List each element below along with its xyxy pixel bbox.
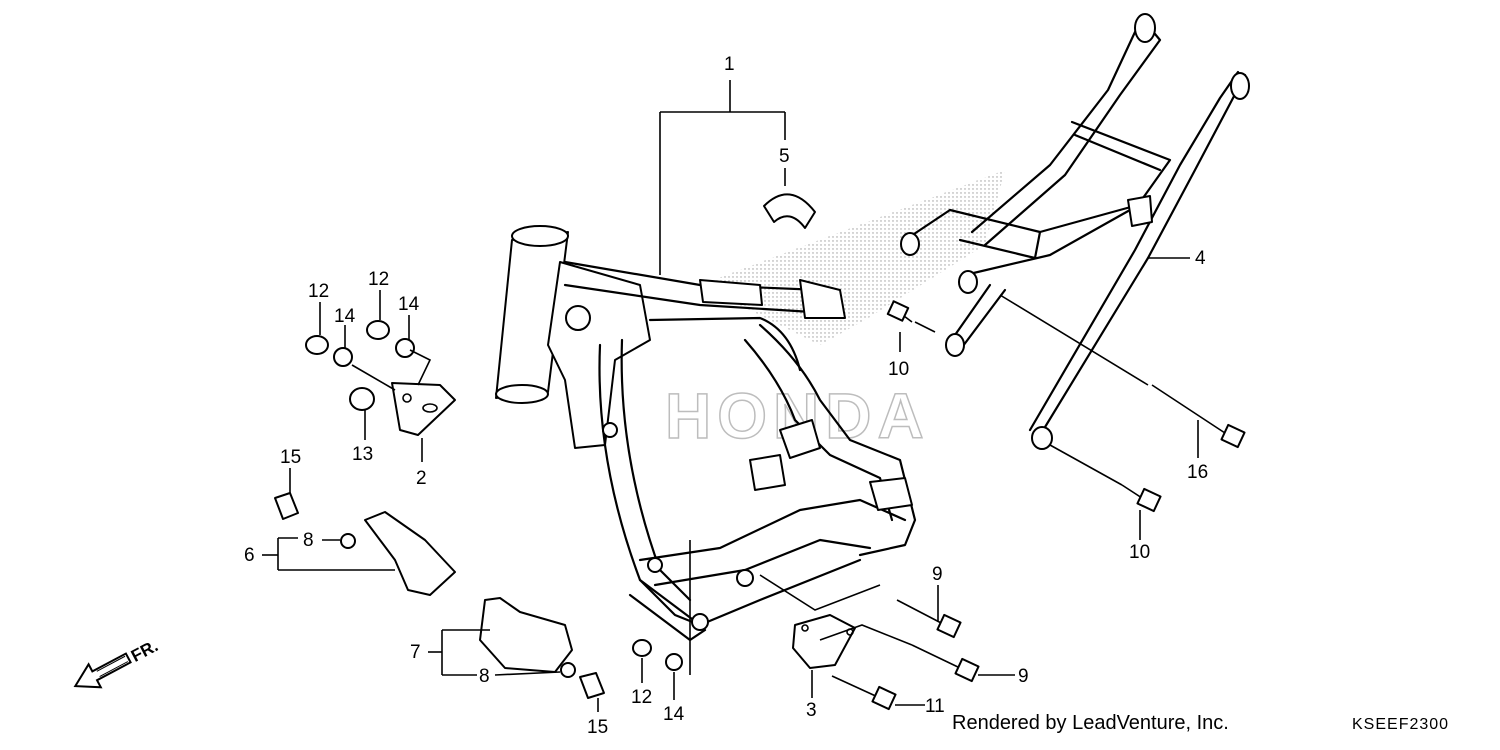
- callout-15: 15: [280, 447, 301, 468]
- front-direction-label: FR.: [128, 636, 161, 666]
- callout-15: 15: [587, 717, 608, 738]
- callout-8: 8: [479, 666, 490, 687]
- render-credit: Rendered by LeadVenture, Inc.: [952, 712, 1229, 734]
- callout-11: 11: [925, 696, 945, 717]
- callout-12: 12: [631, 687, 652, 708]
- callout-10: 10: [888, 359, 909, 380]
- callout-4: 4: [1195, 248, 1206, 269]
- front-direction-indicator: FR.: [73, 636, 161, 689]
- callout-5: 5: [779, 146, 790, 167]
- callout-14: 14: [663, 704, 685, 725]
- callout-13: 13: [352, 444, 373, 465]
- callout-7: 7: [410, 642, 421, 663]
- callout-6: 6: [244, 545, 255, 566]
- callout-3: 3: [806, 700, 817, 721]
- shading-wedge: [700, 170, 1005, 345]
- callout-16: 16: [1187, 462, 1208, 483]
- callout-8: 8: [303, 530, 314, 551]
- collar-part-5: [763, 193, 816, 229]
- bracket-part-3: [792, 614, 856, 669]
- callout-10: 10: [1129, 542, 1150, 563]
- callout-9: 9: [932, 564, 943, 585]
- diagram-code: KSEEF2300: [1352, 716, 1450, 733]
- callout-2: 2: [416, 468, 427, 489]
- callout-labels: 1 5 4 12 12 14 14 13 2 15 8 6 7 8 15 12 …: [244, 54, 1208, 738]
- main-frame: [495, 225, 917, 642]
- callout-12: 12: [368, 269, 389, 290]
- callout-9: 9: [1018, 666, 1029, 687]
- callout-12: 12: [308, 281, 329, 302]
- callout-14: 14: [334, 306, 356, 327]
- subframe: [900, 13, 1250, 450]
- bolts: [274, 300, 1246, 711]
- callout-1: 1: [724, 54, 735, 75]
- callout-14: 14: [398, 294, 420, 315]
- leader-lines: [262, 80, 1199, 712]
- guard-part-7: [479, 597, 573, 673]
- guard-part-6: [364, 511, 456, 596]
- nuts-washers-left: [305, 320, 415, 411]
- front-arrow-icon: [73, 652, 132, 689]
